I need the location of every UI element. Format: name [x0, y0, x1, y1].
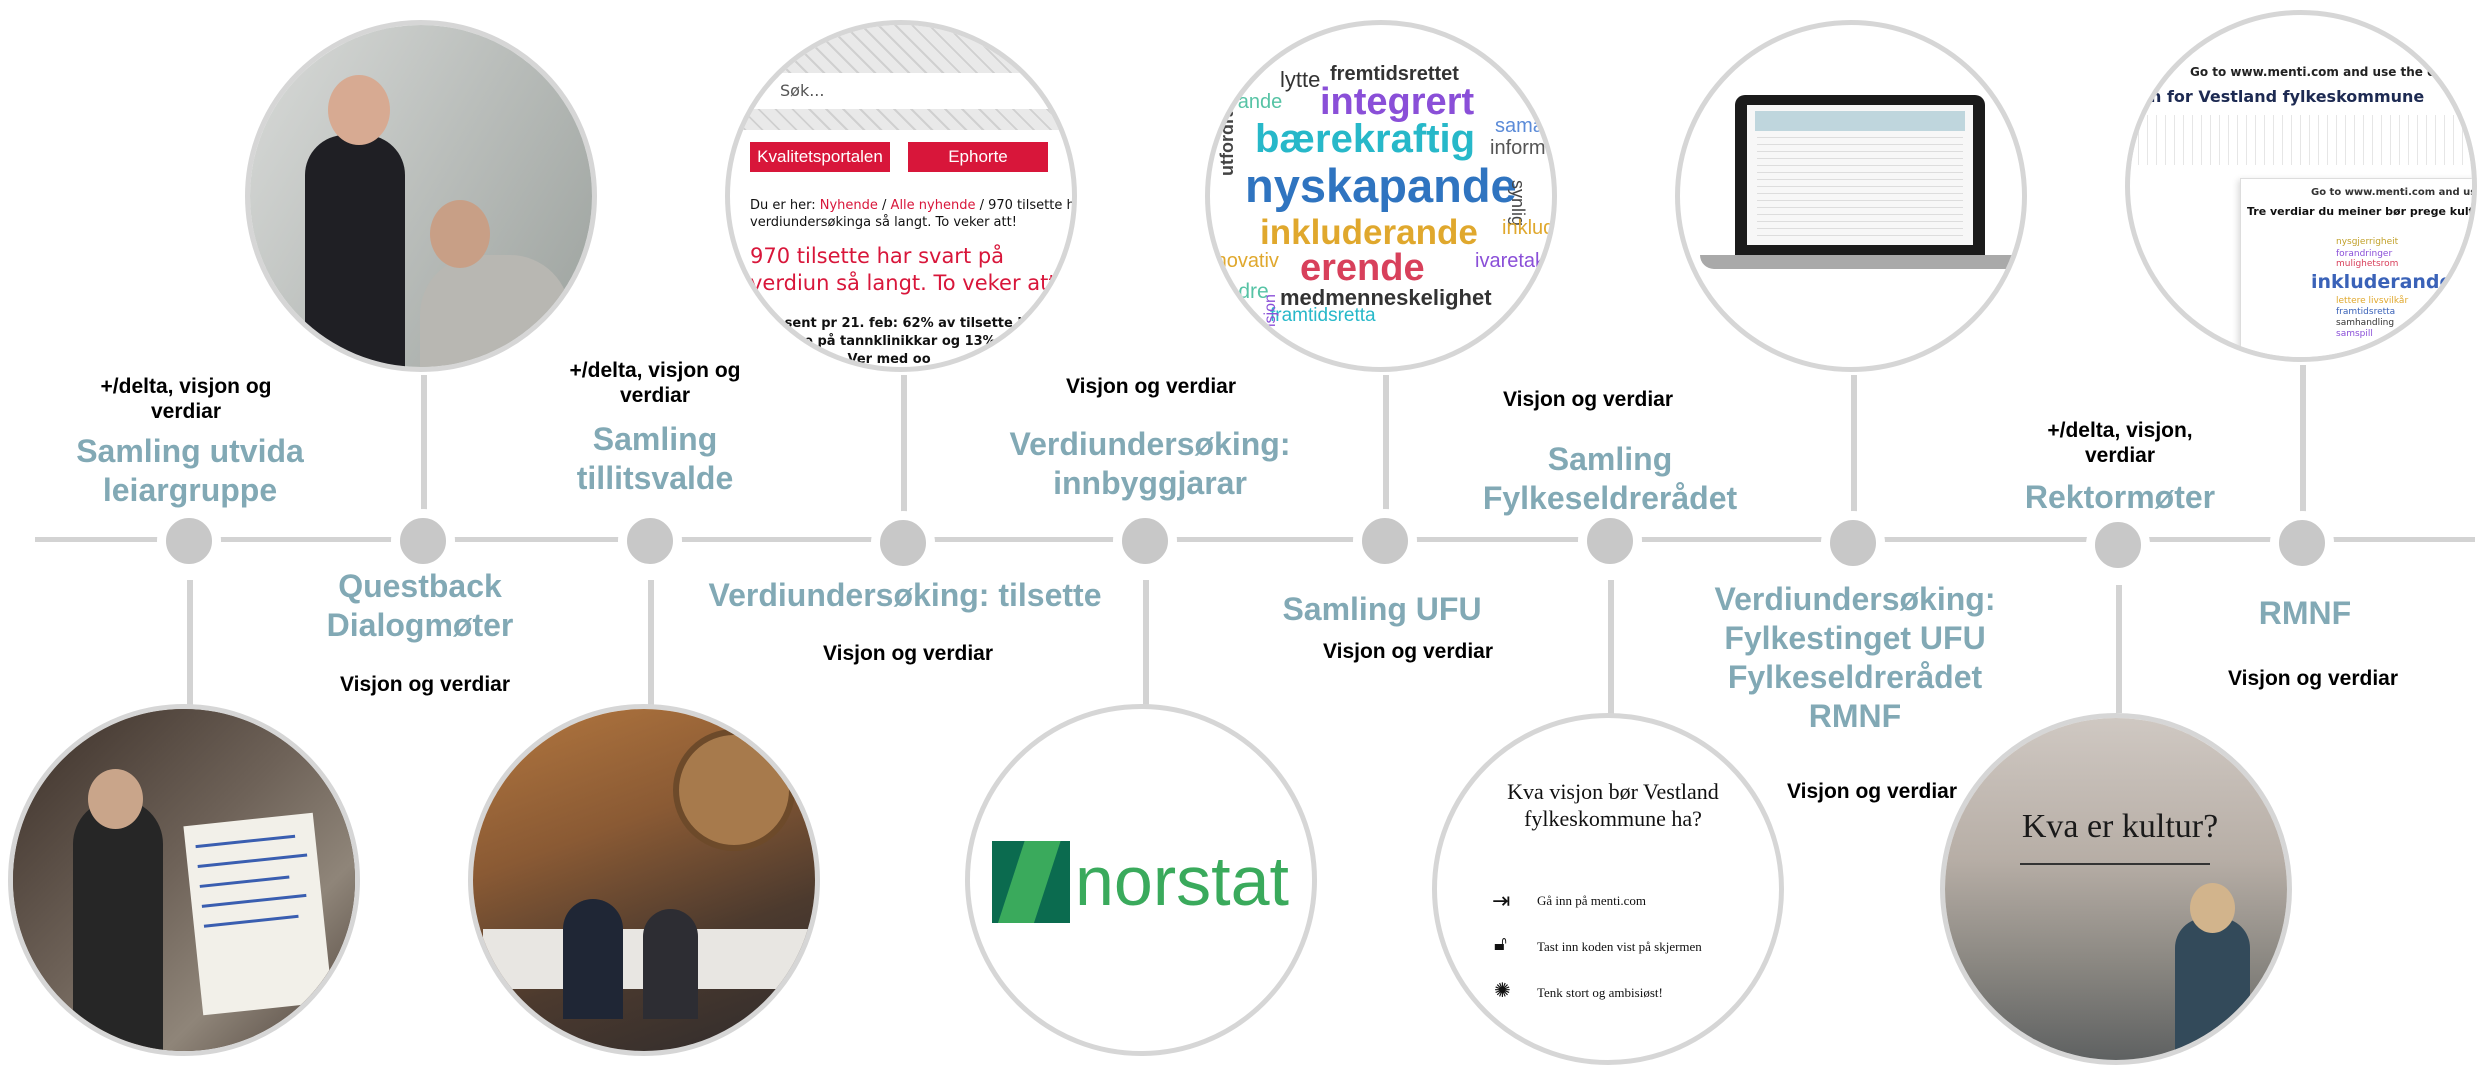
connector: [1608, 580, 1614, 715]
milestone-7-sub: Visjon og verdiar: [1503, 388, 1673, 411]
timeline-dot: [871, 511, 935, 575]
menti-results: Go to www.menti.com and use the code 38 …: [2125, 10, 2477, 362]
timeline-dot: [2086, 513, 2150, 577]
connector: [1851, 375, 1857, 520]
menti-results-panel: Go to www.menti.com and use the code 38 …: [2240, 178, 2472, 357]
milestone-10-sub: Visjon og verdiar: [2228, 667, 2398, 690]
breadcrumb: Du er her: Nyhende / Alle nyhende / 970 …: [750, 198, 1075, 213]
milestone-9-sub: +/delta, visjon, verdiar: [2047, 419, 2193, 467]
timeline-dot: [618, 509, 682, 573]
connector: [2116, 585, 2122, 713]
menti-question: Kva visjon bør Vestland fylkeskommune ha…: [1507, 779, 1719, 831]
milestone-9-title: Rektormøter: [2024, 479, 2216, 515]
connector: [187, 580, 193, 705]
milestone-6-sub: Visjon og verdiar: [1323, 640, 1493, 663]
photo-meeting: [468, 704, 820, 1056]
laptop-base: [1700, 255, 2020, 269]
breadcrumb-line2: verdiundersøkinga så langt. To veker att…: [750, 215, 1017, 230]
photo-workshop: [8, 704, 360, 1056]
laptop-screen: [1735, 95, 1985, 255]
milestone-5-sub: Visjon og verdiar: [1066, 375, 1236, 398]
milestone-1-title: Samling utvida leiargruppe: [76, 433, 304, 508]
person: [420, 255, 570, 367]
timeline-dot: [1353, 509, 1417, 573]
kultur-slide: Kva er kultur?: [1940, 713, 2292, 1065]
norstat-logo-circle: norstat: [965, 704, 1317, 1056]
milestone-1-sub: +/delta, visjon og verdiar: [100, 375, 272, 423]
menti-instructions: Kva visjon bør Vestland fylkeskommune ha…: [1432, 713, 1784, 1065]
kultur-heading: Kva er kultur?: [2021, 808, 2219, 845]
milestone-8-title: Verdiundersøking: Fylkestinget UFU Fylke…: [1714, 581, 1996, 734]
laptop-screenshot: [1675, 20, 2027, 372]
divider: [2020, 863, 2210, 865]
connector: [648, 580, 654, 705]
connector: [1143, 580, 1149, 705]
person: [73, 799, 163, 1051]
milestone-2-title: Questback Dialogmøter: [326, 568, 514, 643]
person: [2175, 918, 2250, 1060]
timeline-dot: [2270, 511, 2334, 575]
crumb-alle-nyhende[interactable]: Alle nyhende: [890, 198, 976, 213]
connector: [2300, 365, 2306, 520]
person: [305, 135, 405, 367]
connector: [421, 375, 427, 520]
milestone-8-sub: Visjon og verdiar: [1787, 780, 1957, 803]
milestone-4-title: Verdiundersøking: tilsette: [708, 577, 1102, 613]
timeline-dot: [1821, 511, 1885, 575]
milestone-4-sub: Visjon og verdiar: [823, 642, 993, 665]
connector: [1383, 375, 1389, 520]
timeline-line: [35, 537, 2475, 542]
milestone-5-title: Verdiundersøking: innbyggjarar: [1009, 426, 1291, 501]
milestone-3-title: Samling tillitsvalde: [576, 421, 734, 496]
portal-screenshot: Søk... Kvalitetsportalen Ephorte Du er h…: [725, 20, 1077, 372]
lock-icon: 🔓︎: [1494, 933, 1507, 955]
timeline-dot: [157, 509, 221, 573]
wall-decor: [673, 729, 795, 851]
milestone-7-title: Samling Fylkeseldrerådet: [1482, 441, 1738, 516]
login-icon: ⇥: [1492, 888, 1511, 913]
norstat-logo-text: norstat: [1075, 842, 1289, 920]
kvalitetsportalen-button[interactable]: Kvalitetsportalen: [750, 142, 890, 172]
norstat-logo-n: [992, 841, 1070, 923]
timeline-dot: [1578, 509, 1642, 573]
search-input[interactable]: Søk...: [750, 73, 1072, 109]
milestone-3-sub: +/delta, visjon og verdiar: [569, 359, 741, 407]
connector: [901, 375, 907, 520]
timeline-dot: [1113, 509, 1177, 573]
photo-map: [245, 20, 597, 372]
timeline-dot: [391, 509, 455, 573]
flipchart: [183, 812, 333, 1016]
milestone-2-sub: Visjon og verdiar: [340, 673, 510, 696]
lightbulb-icon: ✺: [1494, 980, 1511, 1002]
milestone-10-title: RMNF: [2258, 595, 2352, 631]
news-body: prosent pr 21. feb: 62% av tilsette i se…: [760, 316, 1043, 367]
word-cloud: lytte fremtidsrettet integrert verande b…: [1205, 20, 1557, 372]
ephorte-button[interactable]: Ephorte: [908, 142, 1048, 172]
news-headline: 970 tilsette har svart på verdiun så lan…: [750, 244, 1066, 295]
crumb-nyhende[interactable]: Nyhende: [819, 198, 878, 213]
milestone-6-title: Samling UFU: [1282, 591, 1482, 627]
